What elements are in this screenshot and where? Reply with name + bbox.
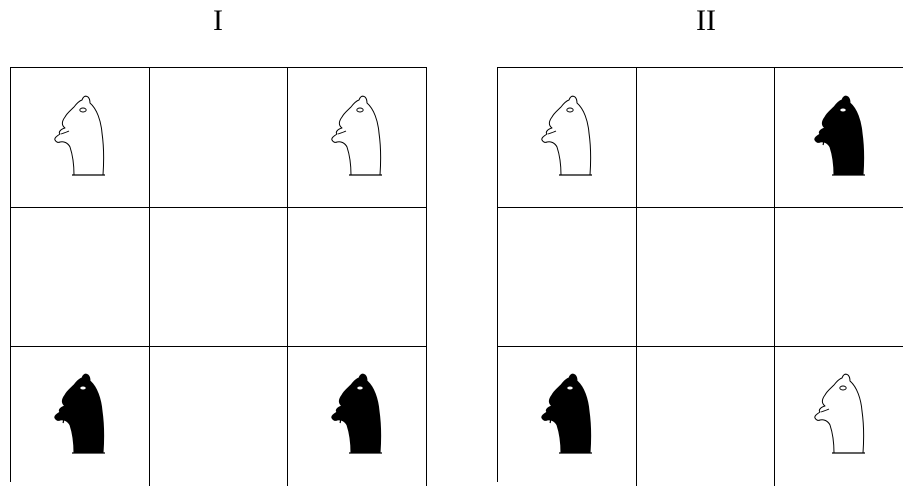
white-knight-icon xyxy=(532,93,602,183)
black-knight-icon xyxy=(532,371,602,461)
board-2-cell-r2c2[interactable] xyxy=(636,207,775,347)
board-1-cell-r3c1[interactable] xyxy=(11,346,150,486)
board-1-cell-r3c2[interactable] xyxy=(149,346,288,486)
black-knight-icon xyxy=(322,371,392,461)
board-2-cell-r1c1[interactable] xyxy=(498,68,637,208)
board-2-cell-r2c3[interactable] xyxy=(775,207,903,347)
board-2-cell-r2c1[interactable] xyxy=(498,207,637,347)
board-2-cell-r3c1[interactable] xyxy=(498,346,637,486)
board-1-cell-r2c1[interactable] xyxy=(11,207,150,347)
board-1-cell-r2c2[interactable] xyxy=(149,207,288,347)
board-2-cell-r3c3[interactable] xyxy=(775,346,903,486)
board-1-title: I xyxy=(178,4,258,38)
board-2-cell-r1c3[interactable] xyxy=(775,68,903,208)
board-2-cell-r1c2[interactable] xyxy=(636,68,775,208)
board-1-cell-r2c3[interactable] xyxy=(288,207,427,347)
board-2-cell-r3c2[interactable] xyxy=(636,346,775,486)
board-1-cell-r1c2[interactable] xyxy=(149,68,288,208)
white-knight-icon xyxy=(322,93,392,183)
board-1-cell-r1c3[interactable] xyxy=(288,68,427,208)
board-2-title: II xyxy=(666,4,746,38)
board-1-cell-r3c3[interactable] xyxy=(288,346,427,486)
white-knight-icon xyxy=(805,371,875,461)
black-knight-icon xyxy=(805,93,875,183)
board-1 xyxy=(10,67,427,482)
black-knight-icon xyxy=(45,371,115,461)
board-1-cell-r1c1[interactable] xyxy=(11,68,150,208)
white-knight-icon xyxy=(45,93,115,183)
board-2 xyxy=(497,67,903,482)
